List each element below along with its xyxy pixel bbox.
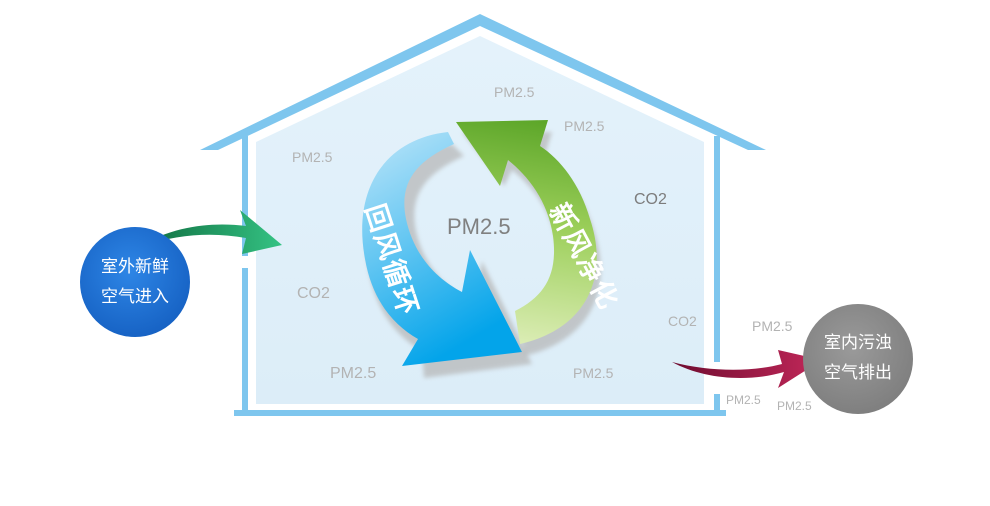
particle-label: PM2.5 — [494, 84, 535, 100]
particle-label: PM2.5 — [564, 118, 605, 134]
particle-label: CO2 — [297, 285, 330, 302]
house-wall-left-upper — [242, 136, 248, 256]
particle-label: PM2.5 — [330, 365, 377, 382]
particle-label: PM2.5 — [777, 399, 812, 413]
outlet-arrow — [672, 350, 822, 388]
center-pm-label: PM2.5 — [447, 214, 511, 239]
particle-label: PM2.5 — [292, 149, 333, 165]
green-cycle-arrow — [456, 120, 597, 344]
inlet-label-line2: 空气进入 — [101, 287, 169, 307]
outlet-label-line1: 室内污浊 — [824, 333, 892, 353]
house-floor — [234, 410, 726, 416]
inlet-circle — [80, 227, 190, 337]
particle-label: PM2.5 — [726, 393, 761, 407]
inlet-arrow — [140, 210, 282, 254]
house-wall-left-lower — [242, 268, 248, 416]
house-interior — [256, 36, 704, 404]
house-wall-right — [714, 136, 720, 362]
inlet-label: 室外新鲜 空气进入 — [85, 252, 185, 312]
particle-label: PM2.5 — [573, 365, 614, 381]
particle-label: CO2 — [668, 313, 697, 329]
house-floor-right-stub — [714, 394, 720, 416]
outlet-label: 室内污浊 空气排出 — [808, 328, 908, 388]
particle-label: CO2 — [634, 191, 667, 208]
particle-label: PM2.5 — [752, 318, 793, 334]
outlet-label-line2: 空气排出 — [824, 363, 892, 383]
inlet-label-line1: 室外新鲜 — [101, 257, 169, 277]
blue-cycle-arrow — [362, 132, 522, 366]
outlet-circle — [803, 304, 913, 414]
